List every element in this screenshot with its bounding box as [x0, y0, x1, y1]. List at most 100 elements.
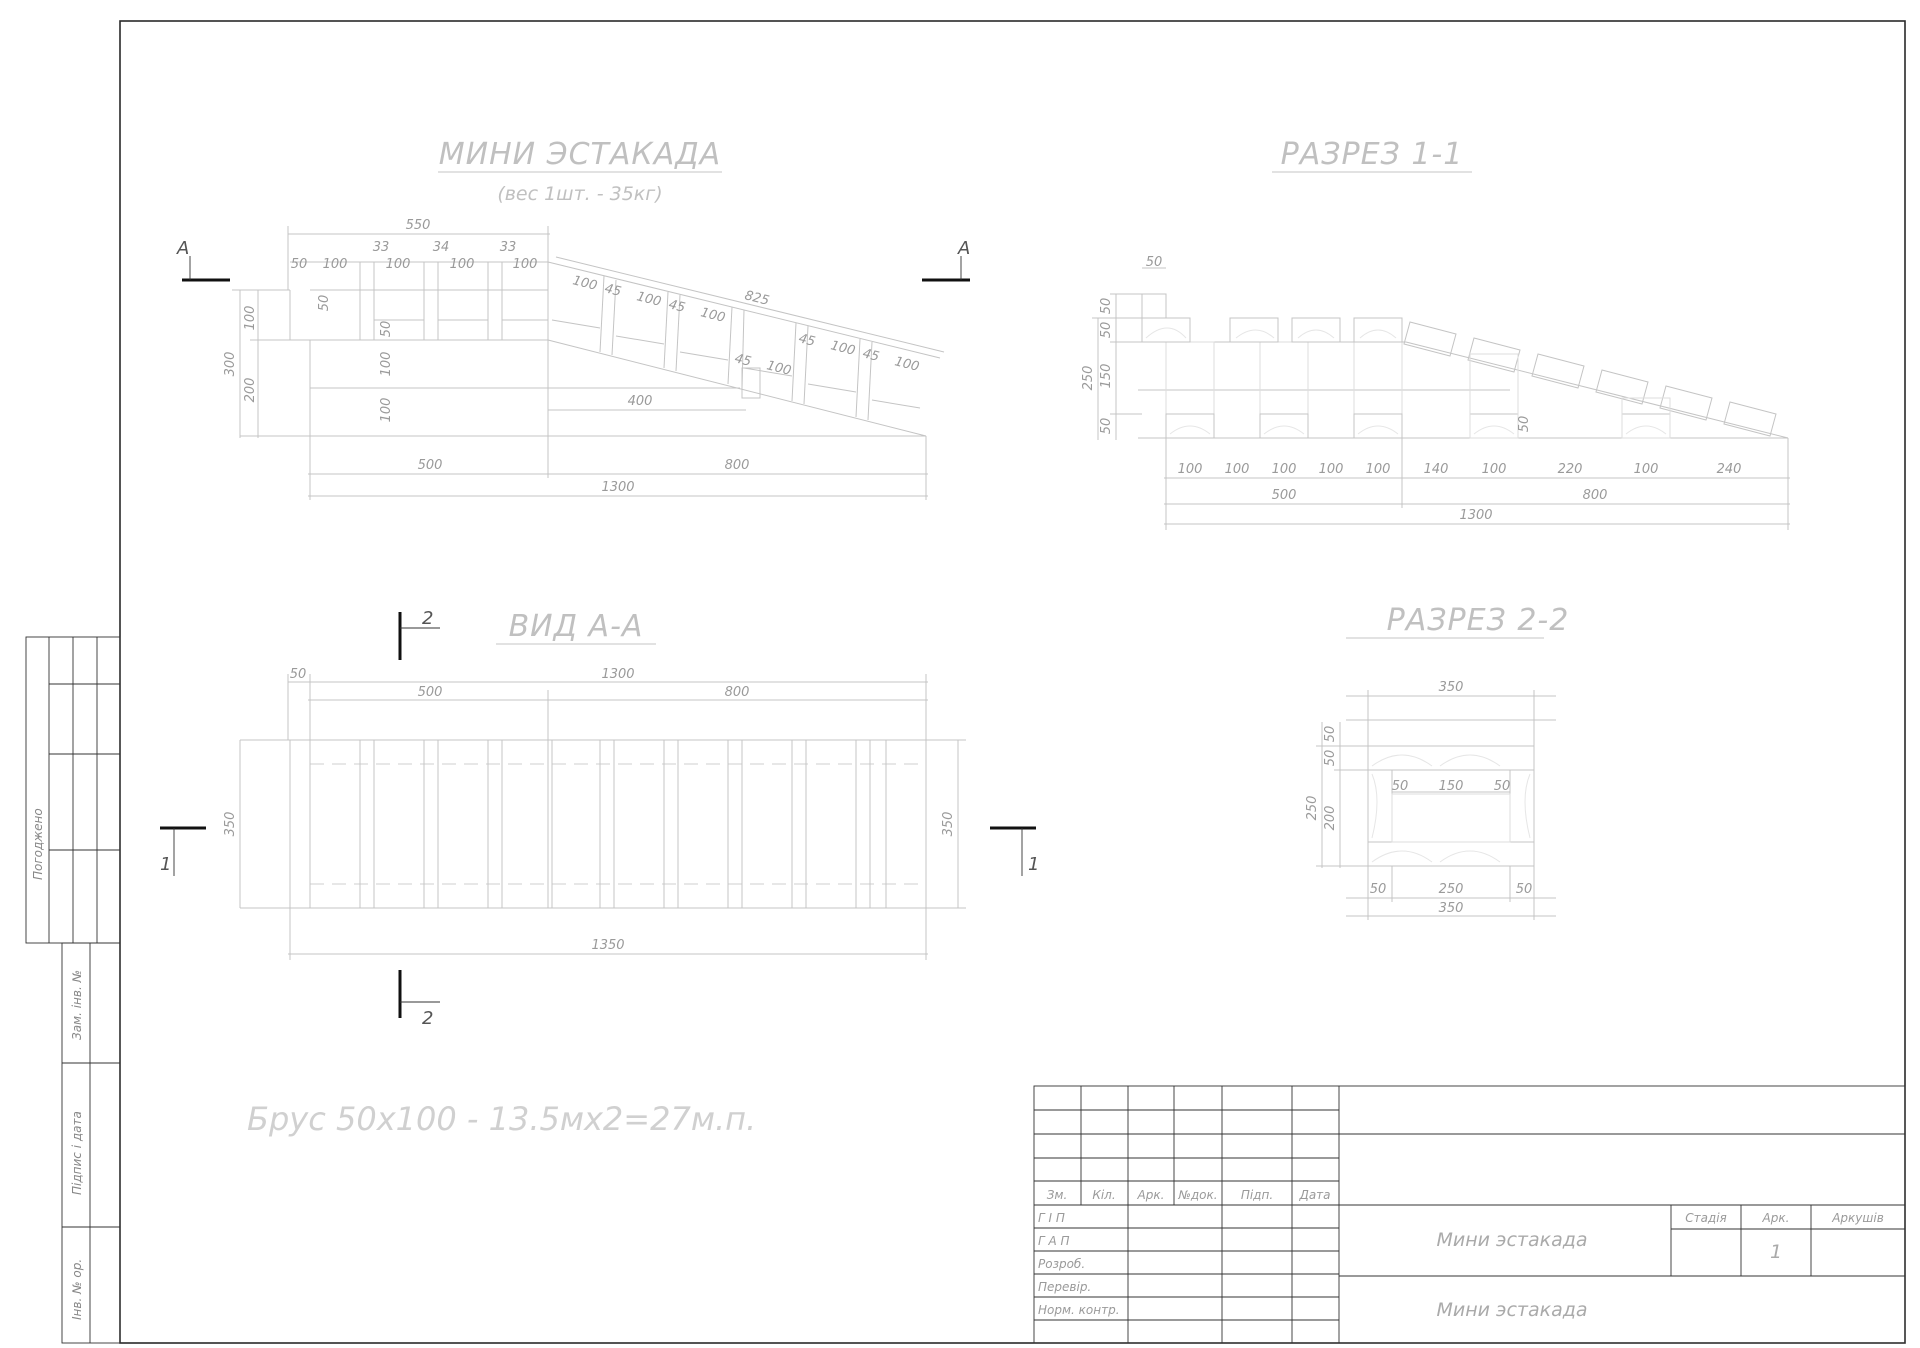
section-mark-2-top: 2	[422, 608, 433, 629]
title-block: Зм. Кіл. Арк. №док. Підп. Дата Г І П Г А…	[1033, 1085, 1906, 1344]
svg-text:1350: 1350	[591, 938, 624, 953]
svg-text:50: 50	[1516, 882, 1533, 897]
section-mark-1-left: 1	[160, 854, 171, 875]
section-2-view: 350 50 50 250 200 50 150 50 50 250 50 35…	[1305, 680, 1556, 920]
svg-text:50: 50	[1392, 779, 1409, 794]
svg-text:100: 100	[513, 257, 538, 272]
svg-text:400: 400	[628, 394, 653, 409]
svg-text:250: 250	[1305, 796, 1320, 821]
svg-text:100: 100	[243, 306, 258, 331]
svg-text:45: 45	[603, 281, 623, 300]
svg-text:1300: 1300	[601, 480, 634, 495]
svg-text:240: 240	[1717, 462, 1742, 477]
svg-text:350: 350	[1439, 680, 1464, 695]
col-header-sign: Підп.	[1241, 1188, 1273, 1202]
svg-text:50: 50	[317, 295, 332, 312]
svg-text:250: 250	[1439, 882, 1464, 897]
svg-text:500: 500	[418, 458, 443, 473]
svg-text:45: 45	[861, 346, 881, 365]
svg-text:800: 800	[1583, 488, 1608, 503]
svg-text:200: 200	[243, 378, 258, 403]
svg-text:350: 350	[941, 812, 956, 837]
svg-text:100: 100	[323, 257, 348, 272]
svg-text:50: 50	[1099, 298, 1114, 315]
svg-text:100: 100	[635, 289, 663, 309]
svg-text:45: 45	[733, 351, 753, 370]
svg-text:150: 150	[1099, 364, 1114, 389]
role-checked: Перевір.	[1038, 1280, 1091, 1294]
svg-text:800: 800	[725, 685, 750, 700]
sheet-number: 1	[1770, 1241, 1782, 1263]
svg-text:550: 550	[406, 218, 431, 233]
side-stamp-replaced: Зам. інв. №	[70, 970, 84, 1040]
svg-text:45: 45	[797, 331, 817, 350]
svg-text:50: 50	[291, 257, 308, 272]
svg-text:100: 100	[893, 354, 921, 374]
view-title: ВИД А-А	[509, 609, 644, 644]
svg-text:50: 50	[1323, 726, 1338, 743]
svg-text:350: 350	[1439, 901, 1464, 916]
col-header-qty: Кіл.	[1092, 1188, 1115, 1202]
col-header-date: Дата	[1298, 1188, 1330, 1202]
svg-text:45: 45	[667, 297, 687, 316]
svg-text:50: 50	[1099, 322, 1114, 339]
section-1-view: 50 250 50 50 150 50 50 100 100 100 100 1…	[1081, 255, 1790, 530]
section-1-title: РАЗРЕЗ 1-1	[1281, 137, 1464, 172]
main-title: МИНИ ЭСТАКАДА	[439, 137, 721, 172]
svg-text:100: 100	[1272, 462, 1297, 477]
object-name: Мини эстакада	[1436, 1229, 1587, 1251]
col-header-change: Зм.	[1047, 1188, 1068, 1202]
svg-text:500: 500	[1272, 488, 1297, 503]
svg-text:200: 200	[1323, 806, 1338, 831]
svg-text:300: 300	[223, 352, 238, 377]
section-mark-1-right: 1	[1028, 854, 1039, 875]
role-gap: Г А П	[1038, 1234, 1070, 1248]
role-developed: Розроб.	[1038, 1257, 1085, 1271]
svg-text:50: 50	[1517, 416, 1532, 433]
svg-text:825: 825	[743, 288, 771, 308]
svg-text:100: 100	[1482, 462, 1507, 477]
svg-text:100: 100	[1366, 462, 1391, 477]
svg-text:33: 33	[500, 240, 517, 255]
section-2-title: РАЗРЕЗ 2-2	[1387, 603, 1570, 638]
svg-text:50: 50	[290, 667, 307, 682]
col-header-doc: №док.	[1177, 1188, 1217, 1202]
svg-text:100: 100	[765, 358, 793, 378]
side-stamp-inventory: Інв. № ор.	[70, 1259, 84, 1320]
svg-text:50: 50	[1323, 750, 1338, 767]
side-stamp-signature: Підпис і дата	[70, 1111, 84, 1195]
svg-text:100: 100	[1178, 462, 1203, 477]
svg-text:34: 34	[433, 240, 450, 255]
svg-text:100: 100	[1225, 462, 1250, 477]
side-stamp: Погоджено Зам. інв. № Підпис і дата Інв.…	[25, 636, 121, 1344]
col-header-sheet: Арк.	[1137, 1188, 1165, 1202]
svg-text:100: 100	[1319, 462, 1344, 477]
svg-text:50: 50	[1494, 779, 1511, 794]
main-subtitle: (вес 1шт. - 35кг)	[497, 183, 662, 205]
svg-text:250: 250	[1081, 366, 1096, 391]
svg-text:100: 100	[571, 273, 599, 293]
svg-text:350: 350	[223, 812, 238, 837]
svg-text:100: 100	[450, 257, 475, 272]
svg-text:500: 500	[418, 685, 443, 700]
section-mark-a-right: A	[957, 238, 970, 259]
plan-view: 50 1300 500 800 350 350 1350 1 1 2 2	[160, 608, 1039, 1029]
role-norm-control: Норм. контр.	[1038, 1303, 1120, 1317]
sheets-label: Аркушів	[1831, 1211, 1884, 1225]
svg-text:50: 50	[379, 321, 394, 338]
section-mark-a-left: A	[176, 238, 189, 259]
svg-text:50: 50	[1099, 418, 1114, 435]
svg-text:150: 150	[1439, 779, 1464, 794]
svg-text:100: 100	[379, 352, 394, 377]
svg-text:1300: 1300	[601, 667, 634, 682]
svg-text:100: 100	[379, 398, 394, 423]
role-gip: Г І П	[1038, 1211, 1065, 1225]
svg-text:1300: 1300	[1459, 508, 1492, 523]
svg-text:100: 100	[386, 257, 411, 272]
svg-text:100: 100	[829, 338, 857, 358]
svg-text:220: 220	[1558, 462, 1583, 477]
sheet-label: Арк.	[1762, 1211, 1790, 1225]
side-view: 550 50 100 33 100 34 100 33 100 825 100 …	[176, 218, 970, 500]
stage-label: Стадія	[1685, 1211, 1727, 1225]
